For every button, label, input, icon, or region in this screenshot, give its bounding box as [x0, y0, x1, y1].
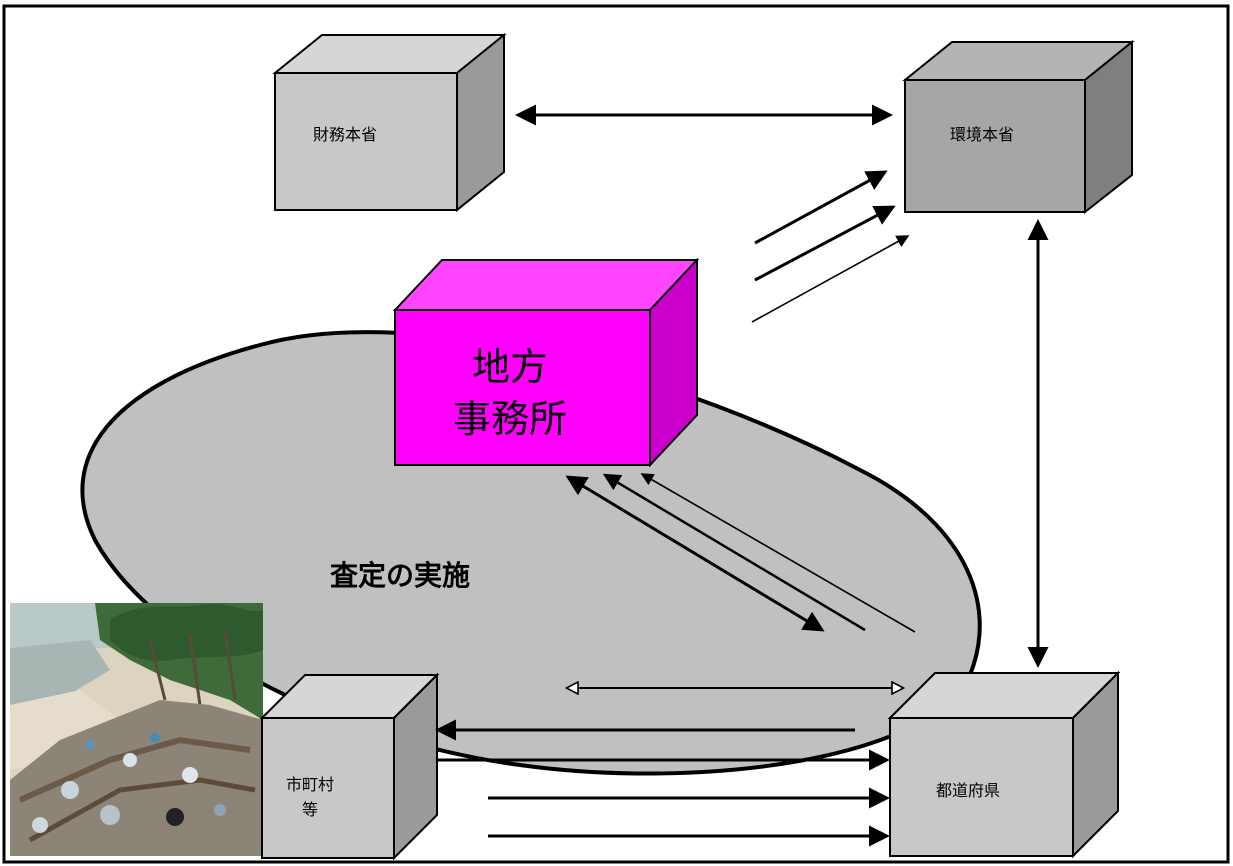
finance-ministry-box: 財務本省 — [272, 32, 507, 213]
municipalities-label-line2: 等 — [302, 801, 318, 819]
regional-office-label-line1: 地方 — [472, 347, 548, 389]
arrow-to-environment-3 — [751, 235, 910, 323]
regional-office-label-line2: 事務所 — [453, 399, 567, 441]
assessment-region-label: 査定の実施 — [330, 559, 470, 591]
municipalities-label-line1: 市町村 — [286, 776, 334, 794]
prefecture-box: 都道府県 — [887, 670, 1121, 859]
finance-ministry-label: 財務本省 — [313, 126, 377, 144]
arrow-regional-prefecture-2 — [602, 473, 866, 632]
regional-office-box: 地方 事務所 — [392, 257, 700, 468]
arrow-regional-prefecture-3 — [640, 473, 916, 633]
outer-frame — [2, 4, 1230, 864]
prefecture-label: 都道府県 — [936, 782, 1000, 800]
arrow-to-environment-2 — [754, 205, 896, 282]
municipalities-box: 市町村 等 — [259, 672, 440, 861]
beach-debris-photo — [10, 603, 263, 856]
arrow-to-environment-1 — [754, 170, 888, 245]
arrow-regional-prefecture-1 — [565, 475, 825, 632]
environment-ministry-box: 環境本省 — [902, 39, 1135, 215]
environment-ministry-label: 環境本省 — [950, 125, 1014, 144]
